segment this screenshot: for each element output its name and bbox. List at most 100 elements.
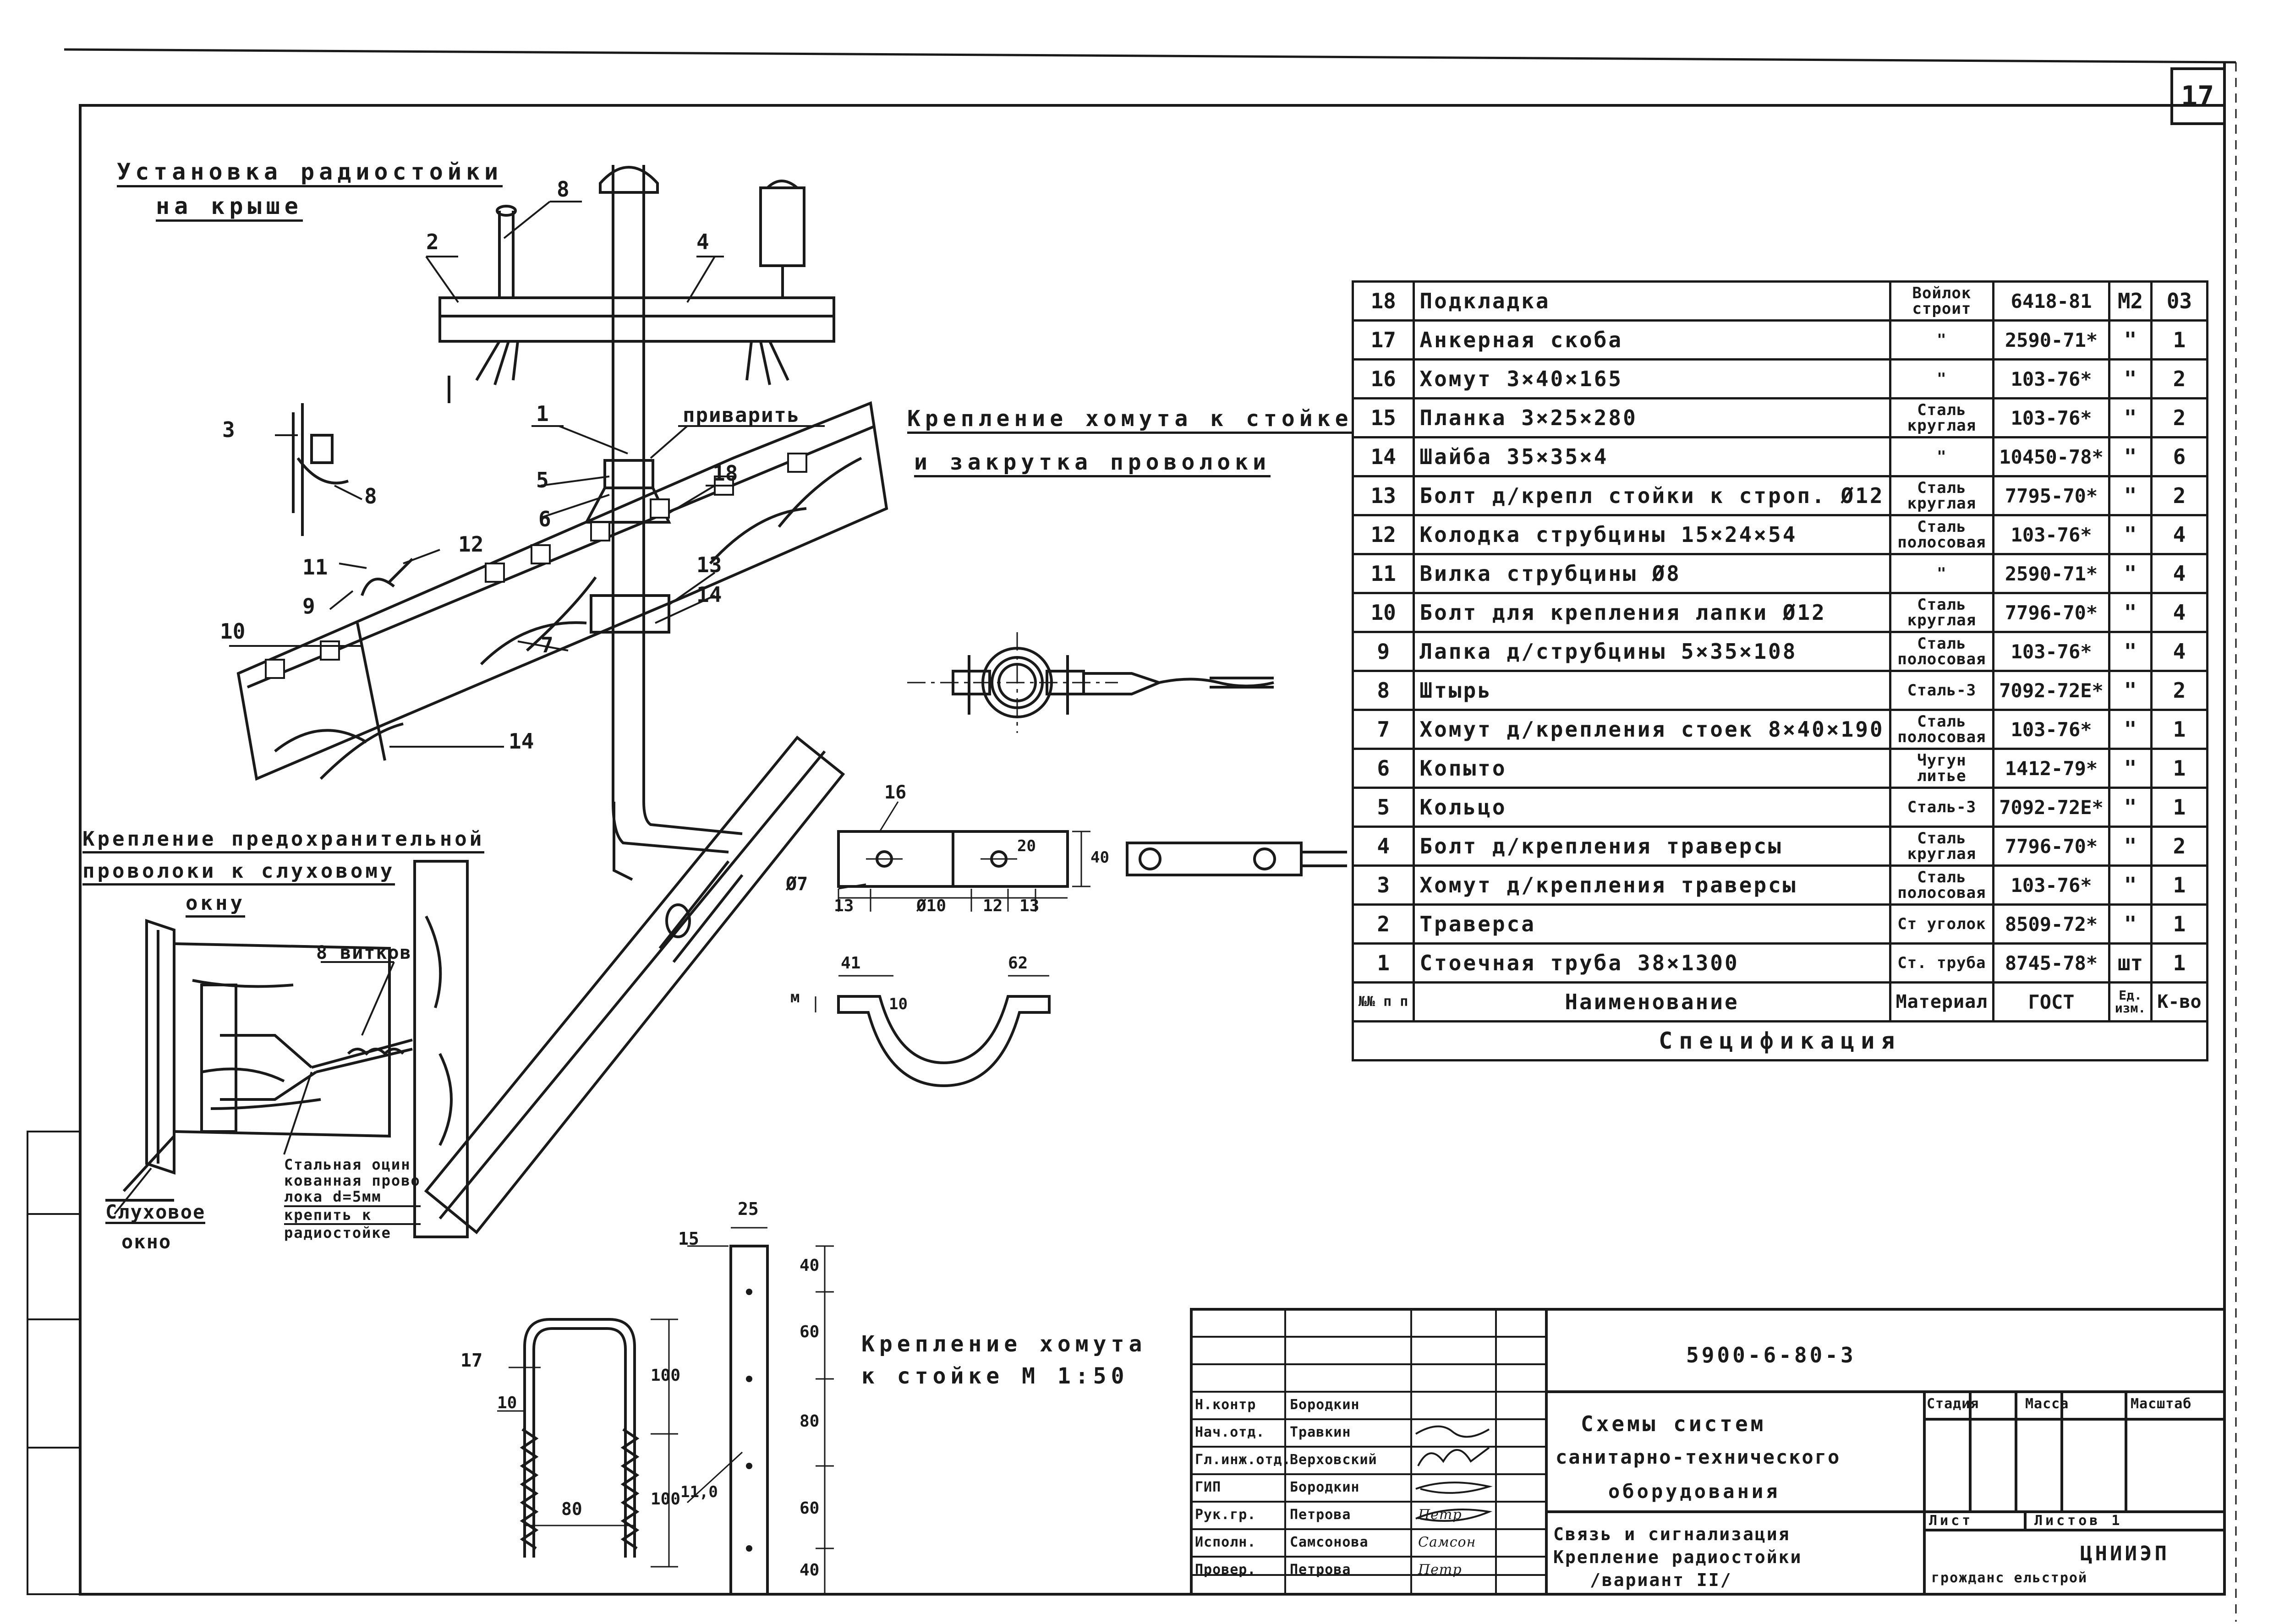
dim-100a: 100 [651, 1366, 681, 1385]
dormer-label-line1: Слуховое [105, 1201, 206, 1224]
spec-cell-gost: 7092-72Е* [1992, 670, 2110, 711]
dim-25: 25 [738, 1199, 759, 1219]
project-line1: Схемы систем [1581, 1411, 1766, 1436]
spec-cell-name: Стоечная труба 38×1300 [1413, 942, 1891, 984]
spec-cell-material: " [1889, 553, 1995, 594]
spec-cell-qty: 4 [2150, 631, 2208, 672]
dormer-label-line2: окно [121, 1230, 172, 1253]
spec-cell-qty: 1 [2150, 319, 2208, 361]
spec-cell-unit: " [2108, 903, 2153, 945]
dim-62: 62 [1008, 954, 1028, 973]
dim-80: 80 [800, 1412, 820, 1431]
dim-13b: 13 [1019, 897, 1040, 915]
spec-cell-material: Сталь полосовая [1889, 864, 1995, 906]
mark-1: 1 [536, 401, 549, 426]
spec-cell-num: 16 [1351, 358, 1415, 399]
dim-10: 10 [889, 995, 908, 1013]
approval-role: Рук.гр. [1195, 1507, 1256, 1523]
spec-cell-qty: 1 [2150, 748, 2208, 789]
org-line2: грожданс ельстрой [1931, 1570, 2088, 1586]
spec-cell-unit: " [2108, 592, 2153, 633]
spec-cell-gost: 103-76* [1992, 358, 2110, 399]
view-title-scale-line2: к стойке М 1:50 [861, 1363, 1129, 1389]
approval-role: Исполн. [1195, 1534, 1256, 1550]
view-title-clamp-line1: Крепление хомута к стойке [907, 408, 1353, 434]
spec-cell-qty: 2 [2150, 475, 2208, 516]
view-title-roof-line1: Установка радиостойки [117, 160, 503, 187]
spec-cell-name: Вилка струбцины Ø8 [1413, 553, 1891, 594]
turns-label: 8 витков [316, 942, 412, 963]
spec-cell-name: Хомут д/крепления траверсы [1413, 864, 1891, 906]
approval-name: Верховский [1290, 1452, 1377, 1468]
dim-40: 40 [1090, 848, 1109, 867]
spec-cell-num: 8 [1351, 670, 1415, 711]
spec-cell-num: 2 [1351, 903, 1415, 945]
approval-role: Провер. [1195, 1562, 1256, 1578]
spec-cell-qty: 4 [2150, 592, 2208, 633]
view-title-window-line2: проволоки к слуховому [82, 861, 395, 886]
view-title-window-line3: окну [186, 893, 245, 918]
spec-cell-num: 3 [1351, 864, 1415, 906]
spec-cell-name: Копыто [1413, 748, 1891, 789]
approval-name: Самсонова [1290, 1534, 1369, 1550]
spec-cell-name: Болт для крепления лапки Ø12 [1413, 592, 1891, 633]
spec-header-num: №№ п п [1351, 981, 1415, 1023]
approval-name: Петрова [1290, 1507, 1351, 1523]
org-line1: ЦНИИЭП [2080, 1542, 2169, 1565]
spec-cell-name: Болт д/крепл стойки к строп. Ø12 [1413, 475, 1891, 516]
mark-13: 13 [696, 552, 722, 577]
spec-cell-num: 18 [1351, 280, 1415, 322]
spec-cell-gost: 103-76* [1992, 631, 2110, 672]
approval-signature: Петр [1418, 1562, 1462, 1578]
dim-10-u: 10 [497, 1394, 517, 1412]
spec-cell-num: 1 [1351, 942, 1415, 984]
spec-cell-gost: 103-76* [1992, 514, 2110, 555]
signature-4 [1415, 1509, 1493, 1522]
spec-cell-material: Войлок строит [1889, 280, 1995, 322]
spec-cell-unit: " [2108, 319, 2153, 361]
spec-cell-gost: 6418-81 [1992, 280, 2110, 322]
spec-cell-unit: " [2108, 475, 2153, 516]
spec-cell-name: Траверса [1413, 903, 1891, 945]
mark-5: 5 [536, 468, 549, 492]
dim-13a: 13 [834, 897, 854, 915]
mark-11: 11 [302, 555, 328, 580]
spec-cell-num: 4 [1351, 826, 1415, 867]
signature-2 [1417, 1447, 1490, 1466]
spec-cell-gost: 8745-78* [1992, 942, 2110, 984]
mark-14-left: 14 [509, 729, 534, 754]
spec-cell-gost: 103-76* [1992, 397, 2110, 438]
spec-cell-num: 12 [1351, 514, 1415, 555]
spec-header-unit: Ед. изм. [2108, 981, 2153, 1023]
approval-name: Петрова [1290, 1562, 1351, 1578]
wire-note-line5: радиостойке [284, 1224, 391, 1241]
spec-header-material: Материал [1889, 981, 1995, 1023]
mark-18: 18 [712, 461, 738, 486]
spec-cell-material: Сталь полосовая [1889, 709, 1995, 750]
mark-3: 3 [222, 417, 235, 442]
project-line3: оборудования [1608, 1480, 1780, 1503]
scale-header: Масштаб [2131, 1396, 2192, 1412]
spec-cell-name: Планка 3×25×280 [1413, 397, 1891, 438]
spec-cell-unit: " [2108, 631, 2153, 672]
spec-cell-material: " [1889, 358, 1995, 399]
spec-cell-qty: 4 [2150, 553, 2208, 594]
spec-caption: Спецификация [1352, 1020, 2208, 1061]
view-title-roof-line2: на крыше [156, 195, 303, 222]
spec-cell-num: 11 [1351, 553, 1415, 594]
spec-cell-material: Сталь круглая [1889, 826, 1995, 867]
mark-12: 12 [458, 532, 484, 557]
spec-cell-material: Сталь-3 [1889, 670, 1995, 711]
dim-15: 15 [678, 1229, 699, 1249]
